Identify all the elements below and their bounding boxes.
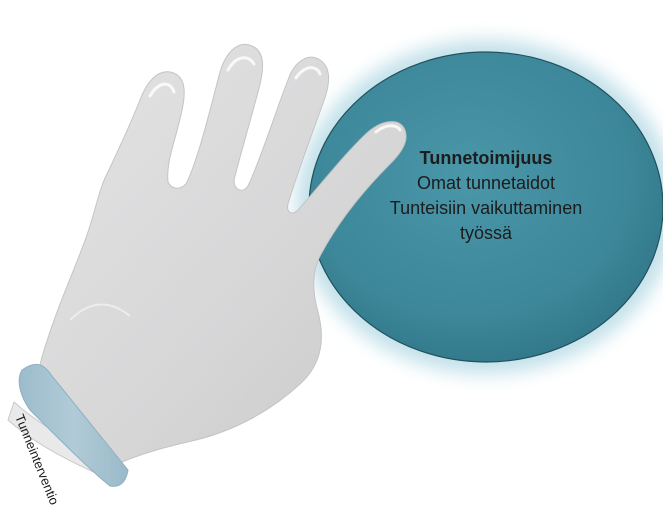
- circle-title: Tunnetoimijuus: [352, 146, 620, 171]
- circle-line: Omat tunnetaidot: [352, 171, 620, 196]
- circle-line: työssä: [352, 221, 620, 246]
- circle-text: Tunnetoimijuus Omat tunnetaidot Tunteisi…: [352, 146, 620, 246]
- circle-line: Tunteisiin vaikuttaminen: [352, 196, 620, 221]
